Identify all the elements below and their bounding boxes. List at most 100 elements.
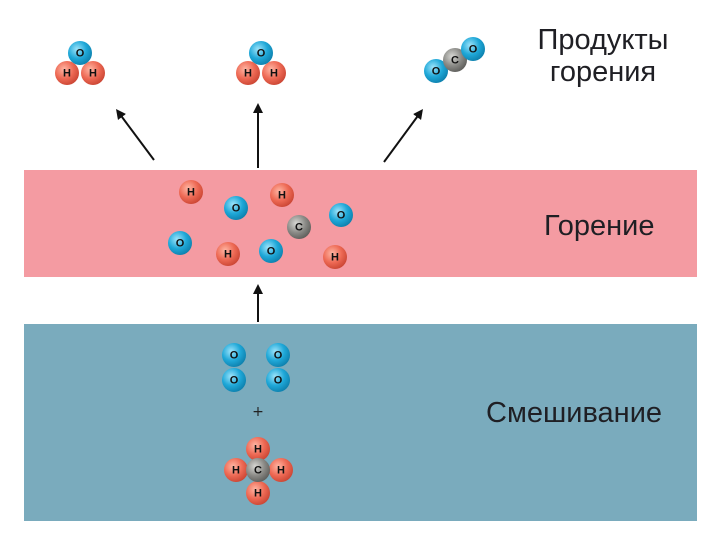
carbon-atom: C — [443, 48, 467, 72]
hydrogen-atom-sphere — [246, 437, 270, 461]
hydrogen-atom-symbol: H — [89, 68, 97, 80]
hydrogen-atom-symbol: H — [270, 68, 278, 80]
hydrogen-atom-symbol: H — [63, 68, 71, 80]
hydrogen-atom-symbol: H — [278, 190, 286, 202]
hydrogen-atom: H — [270, 183, 294, 207]
hydrogen-atom-sphere — [246, 481, 270, 505]
combustion-stage-band — [24, 170, 697, 277]
hydrogen-atom: H — [246, 437, 270, 461]
arrow-to-water-left — [116, 108, 155, 161]
hydrogen-atom-sphere — [269, 458, 293, 482]
oxygen-atom-symbol: O — [469, 44, 478, 56]
hydrogen-atom-symbol: H — [187, 187, 195, 199]
hydrogen-atom: H — [224, 458, 248, 482]
carbon-atom-sphere — [246, 458, 270, 482]
oxygen-atom: O — [168, 231, 192, 255]
oxygen-atom-sphere — [222, 368, 246, 392]
oxygen-atom-sphere — [266, 343, 290, 367]
oxygen-atom-sphere — [461, 37, 485, 61]
oxygen-atom-sphere — [329, 203, 353, 227]
products-label: Продукты горения — [528, 24, 678, 88]
hydrogen-atom-symbol: H — [254, 444, 262, 456]
hydrogen-atom-symbol: H — [224, 249, 232, 261]
hydrogen-atom-symbol: H — [244, 68, 252, 80]
hydrogen-atom: H — [81, 61, 105, 85]
oxygen-atom: O — [222, 368, 246, 392]
hydrogen-atom-sphere — [55, 61, 79, 85]
oxygen-atom-symbol: O — [230, 375, 239, 387]
oxygen-atom-sphere — [224, 196, 248, 220]
oxygen-atom: O — [461, 37, 485, 61]
products-label-line2: горения — [549, 56, 657, 88]
hydrogen-atom: H — [216, 242, 240, 266]
hydrogen-atom-symbol: H — [232, 465, 240, 477]
carbon-atom-sphere — [443, 48, 467, 72]
plus-sign: + — [252, 404, 264, 420]
molecule-co2: OCO — [424, 37, 485, 83]
hydrogen-atom-symbol: H — [331, 252, 339, 264]
oxygen-atom-sphere — [222, 343, 246, 367]
oxygen-atom-symbol: O — [274, 350, 283, 362]
hydrogen-atom-sphere — [323, 245, 347, 269]
oxygen-atom-symbol: O — [176, 238, 185, 250]
molecule-o2: OO — [222, 343, 246, 392]
combustion-label: Горение — [544, 210, 655, 242]
carbon-atom-sphere — [287, 215, 311, 239]
hydrogen-atom-sphere — [262, 61, 286, 85]
hydrogen-atom-sphere — [81, 61, 105, 85]
hydrogen-atom-sphere — [236, 61, 260, 85]
carbon-atom: C — [246, 458, 270, 482]
molecule-o2: OO — [266, 343, 290, 392]
hydrogen-atom: H — [55, 61, 79, 85]
hydrogen-atom: H — [179, 180, 203, 204]
oxygen-atom-sphere — [168, 231, 192, 255]
hydrogen-atom-sphere — [179, 180, 203, 204]
oxygen-atom: O — [266, 368, 290, 392]
oxygen-atom-symbol: O — [76, 48, 85, 60]
oxygen-atom-symbol: O — [267, 246, 276, 258]
oxygen-atom: O — [259, 239, 283, 263]
oxygen-atom-symbol: O — [337, 210, 346, 222]
hydrogen-atom: H — [236, 61, 260, 85]
carbon-atom-symbol: C — [451, 55, 459, 67]
oxygen-atom-sphere — [259, 239, 283, 263]
hydrogen-atom-sphere — [216, 242, 240, 266]
oxygen-atom: O — [424, 59, 448, 83]
mixing-stage-band — [24, 324, 697, 521]
oxygen-atom: O — [329, 203, 353, 227]
oxygen-atom-symbol: O — [274, 375, 283, 387]
oxygen-atom-symbol: O — [257, 48, 266, 60]
oxygen-atom-sphere — [424, 59, 448, 83]
molecule-h2o: H HO — [236, 41, 286, 85]
oxygen-atom: O — [249, 41, 273, 65]
carbon-atom-symbol: C — [254, 465, 262, 477]
oxygen-atom-symbol: O — [432, 66, 441, 78]
hydrogen-atom-symbol: H — [254, 488, 262, 500]
arrows — [116, 103, 423, 322]
oxygen-atom: O — [224, 196, 248, 220]
products-label-line1: Продукты — [537, 24, 669, 56]
hydrogen-atom-sphere — [224, 458, 248, 482]
oxygen-atom-sphere — [68, 41, 92, 65]
oxygen-atom-sphere — [266, 368, 290, 392]
arrow-to-carbon-dioxide — [383, 108, 423, 163]
hydrogen-atom: H — [323, 245, 347, 269]
oxygen-atom: O — [68, 41, 92, 65]
molecule-h2o: H HO — [55, 41, 105, 85]
hydrogen-atom: H — [269, 458, 293, 482]
oxygen-atom-symbol: O — [230, 350, 239, 362]
oxygen-atom-symbol: O — [232, 203, 241, 215]
oxygen-atom: O — [266, 343, 290, 367]
carbon-atom: C — [287, 215, 311, 239]
hydrogen-atom-sphere — [270, 183, 294, 207]
oxygen-atom-sphere — [249, 41, 273, 65]
carbon-atom-symbol: C — [295, 222, 303, 234]
hydrogen-atom-symbol: H — [277, 465, 285, 477]
hydrogen-atom: H — [262, 61, 286, 85]
hydrogen-atom: H — [246, 481, 270, 505]
mixing-label: Смешивание — [486, 397, 663, 429]
oxygen-atom: O — [222, 343, 246, 367]
